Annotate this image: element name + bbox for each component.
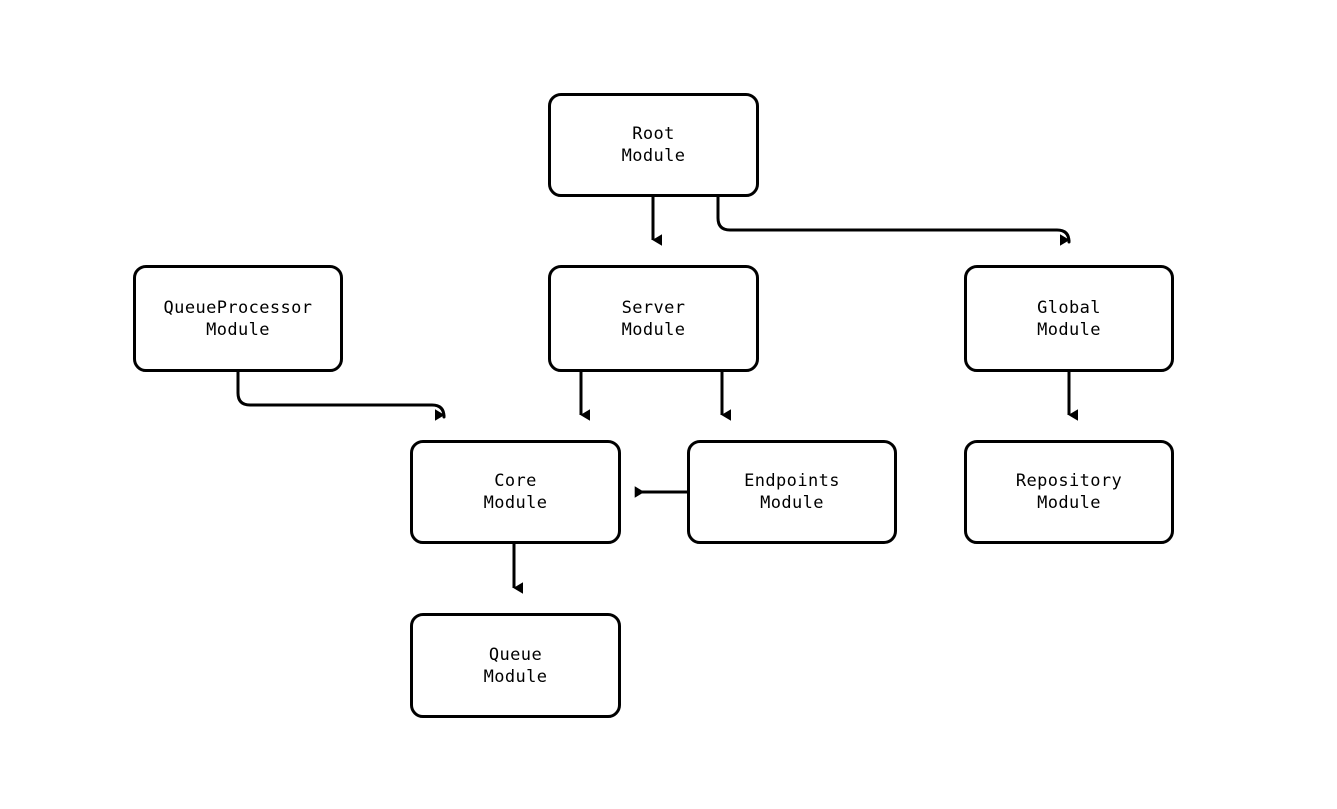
node-endpoints-module-subtitle: Module <box>760 493 824 513</box>
node-queueprocessor-module-title: QueueProcessor <box>163 297 313 318</box>
node-root-module[interactable]: Root Module <box>548 93 759 197</box>
node-core-module-title: Core <box>494 471 537 491</box>
node-queue-module-subtitle: Module <box>483 666 548 687</box>
node-repository-module[interactable]: Repository Module <box>964 440 1174 544</box>
node-server-module[interactable]: Server Module <box>548 265 759 372</box>
node-queueprocessor-module[interactable]: QueueProcessor Module <box>133 265 343 372</box>
node-queueprocessor-module-subtitle: Module <box>206 319 270 340</box>
node-global-module-subtitle: Module <box>1037 319 1101 340</box>
node-queue-module[interactable]: Queue Module <box>410 613 621 718</box>
node-root-module-title: Root <box>632 124 675 144</box>
node-global-module-title: Global <box>1037 297 1101 318</box>
edge-root-to-global <box>716 197 1071 246</box>
node-endpoints-module[interactable]: Endpoints Module <box>687 440 897 544</box>
node-queue-module-title: Queue <box>488 644 543 665</box>
node-endpoints-module-title: Endpoints <box>744 471 840 491</box>
node-server-module-title: Server <box>621 297 686 318</box>
node-root-module-subtitle: Module <box>621 146 686 166</box>
edge-queueprocessor-to-core <box>236 372 446 421</box>
node-core-module-subtitle: Module <box>483 493 548 513</box>
node-core-module[interactable]: Core Module <box>410 440 621 544</box>
node-repository-module-subtitle: Module <box>1037 493 1101 513</box>
node-repository-module-title: Repository <box>1015 471 1123 491</box>
node-global-module[interactable]: Global Module <box>964 265 1174 372</box>
node-server-module-subtitle: Module <box>621 319 686 340</box>
